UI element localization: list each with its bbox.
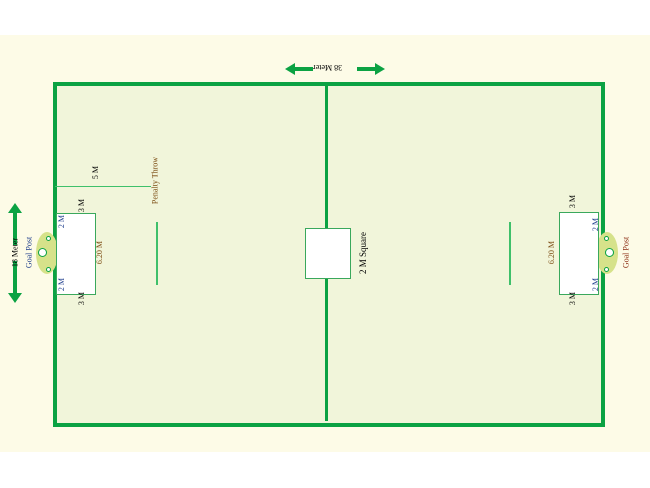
- goal-pin: [604, 236, 609, 241]
- goal-pin: [604, 267, 609, 272]
- penalty-line-left: [156, 222, 158, 285]
- three-m-label: 3 M: [77, 291, 87, 306]
- center-square-label: 2 M Square: [358, 232, 368, 274]
- six-twenty-label: 6.20 M: [547, 240, 557, 265]
- penalty-throw-marker: [55, 186, 151, 187]
- goal-pin: [46, 267, 51, 272]
- goal-pin: [46, 236, 51, 241]
- goal-ring-left: [38, 248, 47, 257]
- two-m-label: 2 M: [591, 217, 601, 232]
- five-m-label: 5 M: [91, 165, 101, 180]
- goal-area-right: [559, 212, 599, 295]
- two-m-label: 2 M: [591, 277, 601, 292]
- goal-area-left: [56, 213, 96, 295]
- goal-post-left: [36, 232, 58, 274]
- goal-post-left-label: Goal Post: [24, 236, 34, 269]
- goal-ring-right: [605, 248, 614, 257]
- six-twenty-label: 6.20 M: [95, 240, 105, 265]
- center-square: [305, 228, 351, 279]
- width-label: 38 Meter: [313, 63, 343, 72]
- height-label: 18 Meter: [10, 237, 20, 268]
- goal-post-right-label: Goal Post: [621, 236, 631, 269]
- two-m-label: 2 M: [57, 214, 67, 229]
- three-m-label: 3 M: [568, 194, 578, 209]
- three-m-label: 3 M: [77, 198, 87, 213]
- height-arrow: [8, 203, 22, 303]
- two-m-label: 2 M: [57, 277, 67, 292]
- penalty-line-right: [509, 222, 511, 285]
- penalty-throw-label: Penalty Throw: [150, 156, 160, 205]
- three-m-label: 3 M: [568, 291, 578, 306]
- width-arrow: [285, 62, 385, 75]
